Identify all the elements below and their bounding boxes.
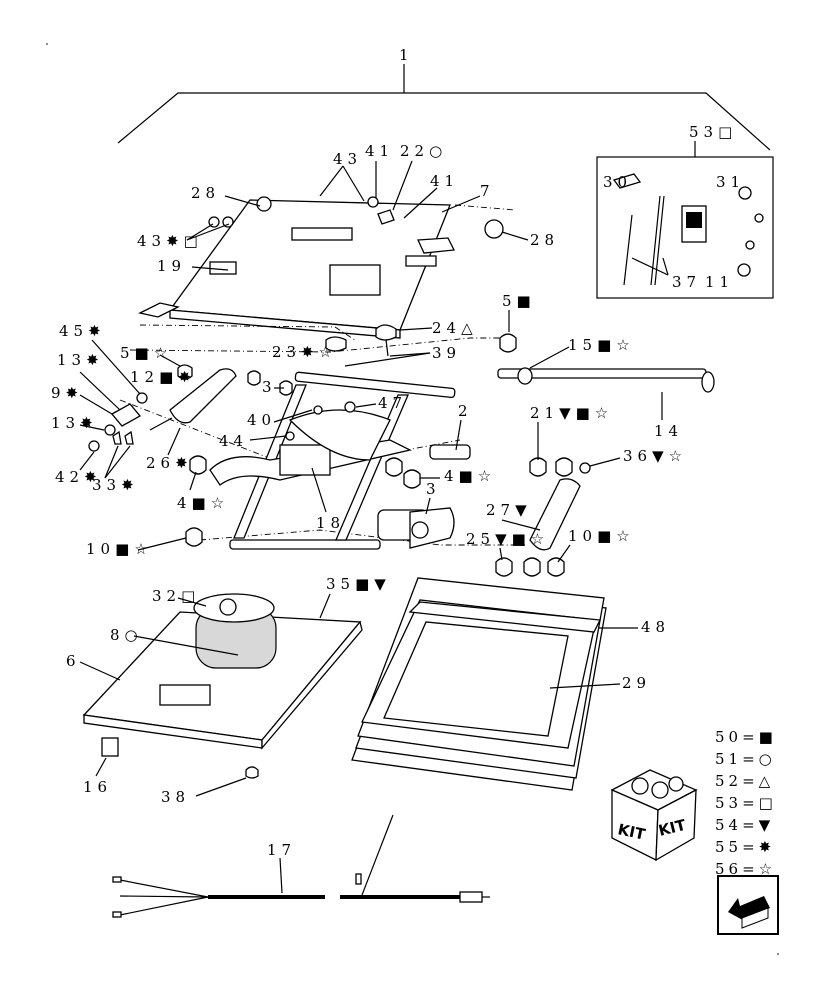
callout-17: 17 [267, 841, 296, 859]
callout-3b: 3 [426, 480, 441, 498]
callout-7: 7 [480, 182, 495, 200]
callout-35: 35■▼ [326, 575, 391, 593]
callout-1: 1 [399, 46, 414, 64]
kit-label-left: KIT [616, 820, 647, 843]
callout-30: 30 [603, 173, 632, 191]
callout-38: 38 [161, 788, 190, 806]
bushing-10 [185, 527, 203, 547]
callout-23a: 23✸☆ [272, 343, 337, 361]
callout-41b: 41 [430, 172, 459, 190]
callout-36: 36▼☆ [623, 447, 687, 465]
callout-37: 37 [672, 273, 701, 291]
legend-55: 55=✸ [715, 838, 775, 856]
legend-56: 56=☆ [715, 860, 776, 878]
legend-52: 52=△ [715, 772, 774, 790]
callout-5: 5■ [502, 292, 536, 310]
callout-13a: 13✸ [57, 351, 104, 369]
callout-33: 33✸ [92, 476, 139, 494]
callout-28b: 28 [530, 231, 559, 249]
kit-53-box [596, 141, 774, 299]
callout-53: 53□ [689, 123, 737, 141]
callout-29: 29 [622, 674, 651, 692]
callout-27: 27▼ [486, 501, 532, 519]
callout-26: 26✸ [146, 454, 193, 472]
callout-16: 16 [83, 778, 112, 796]
previous-page-arrow-icon[interactable] [717, 875, 779, 935]
callout-12: 12■✸ [130, 368, 196, 386]
callout-32: 32□ [152, 587, 200, 605]
callout-41a: 41 [365, 142, 394, 160]
callout-15: 15■☆ [568, 336, 635, 354]
callout-22: 22○ [400, 142, 447, 160]
callout-2: 2 [458, 402, 473, 420]
callout-31: 31 [716, 173, 745, 191]
callout-10b: 10■☆ [568, 527, 635, 545]
callout-19: 19 [157, 257, 186, 275]
legend-54: 54=▼ [715, 816, 774, 834]
callout-9: 9✸ [51, 384, 83, 402]
callout-5b: 5■☆ [120, 344, 172, 362]
callout-40: 40 [247, 411, 276, 429]
callout-3a: 3 [262, 378, 277, 396]
callout-24: 24△ [432, 319, 478, 337]
legend-50: 50=■ [715, 728, 777, 746]
kit-box-icon: KIT KIT [610, 769, 698, 862]
wiring-harness-17 [112, 814, 490, 918]
upper-seat-plate [138, 196, 504, 357]
callout-42: 42✸ [55, 468, 102, 486]
callout-43: 43 [333, 150, 362, 168]
gas-spring-right [495, 457, 591, 577]
callout-11: 11 [705, 273, 734, 291]
callout-4b: 4■☆ [444, 467, 496, 485]
callout-48: 48 [641, 618, 670, 636]
callout-44: 44 [219, 432, 248, 450]
callout-45: 45✸ [59, 322, 106, 340]
callout-25: 25▼■☆ [466, 530, 549, 548]
motor-3 [377, 507, 455, 549]
legend-51: 51=○ [715, 750, 776, 768]
callout-10: 10■☆ [86, 540, 153, 558]
legend-53: 53=□ [715, 794, 777, 812]
bellows-48 [351, 577, 607, 791]
callout-28a: 28 [191, 184, 220, 202]
callout-6: 6 [66, 652, 81, 670]
callout-14: 14 [654, 422, 683, 440]
callout-4a: 4■☆ [177, 494, 229, 512]
callout-43b: 43✸□ [137, 232, 203, 250]
spacer-5 [499, 310, 517, 353]
callout-21: 21▼■☆ [530, 404, 613, 422]
callout-47: 47 [378, 394, 407, 412]
symbol-legend: 50=■ 51=○ 52=△ 53=□ 54=▼ 55=✸ 56=☆ [715, 728, 777, 878]
lower-base [82, 593, 363, 779]
callout-13b: 13✸ [51, 414, 98, 432]
callout-8: 8○ [110, 626, 143, 644]
callout-18: 18 [316, 514, 345, 532]
shaft-14 [497, 367, 715, 420]
assembly-bracket [117, 64, 771, 151]
callout-39: 39 [432, 344, 461, 362]
scissor-frame [209, 371, 471, 550]
gas-spring-left [88, 364, 261, 475]
